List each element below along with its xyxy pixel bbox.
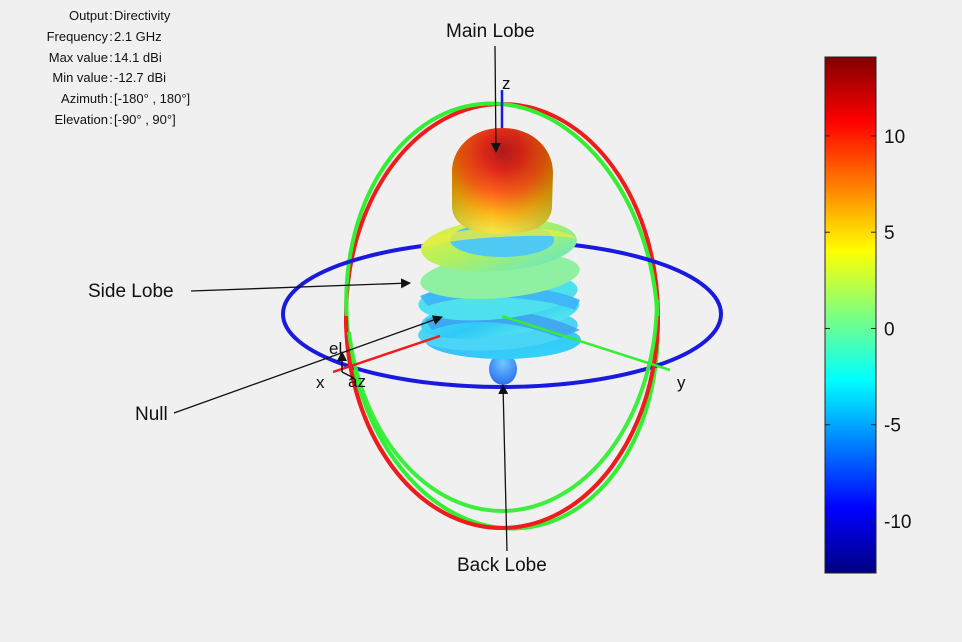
colorbar-tick-label: -10 [884, 512, 911, 533]
info-separator: : [109, 111, 113, 127]
info-key: Frequency [46, 28, 108, 44]
z-axis-label: z [502, 74, 511, 93]
side-lobe-arrow [190, 278, 411, 292]
info-value: Directivity [114, 8, 171, 23]
x-axis-line [332, 334, 441, 374]
colorbar-tick-label: 10 [884, 127, 905, 148]
colorbar: -10 -5 0 5 10 [824, 56, 911, 574]
info-row: Frequency:2.1 GHz [8, 27, 190, 48]
null-label: Null [135, 404, 168, 425]
info-row: Output:Directivity [8, 6, 190, 27]
main-lobe-arrow [490, 45, 501, 153]
info-row: Elevation:[-90° , 90°] [8, 110, 190, 131]
back-lobe-label: Back Lobe [457, 555, 547, 576]
info-separator: : [109, 91, 113, 107]
info-value: 14.1 dBi [114, 49, 162, 65]
annotations: Main Lobe Side Lobe Null Back Lobe [88, 21, 547, 576]
info-separator: : [109, 8, 113, 23]
null-arrow [173, 315, 443, 414]
info-key: Azimuth [61, 91, 108, 107]
info-key: Output [68, 8, 108, 23]
side-lobe-stack [418, 218, 581, 359]
y-axis-line [501, 314, 671, 372]
info-value: 2.1 GHz [114, 28, 162, 44]
back-lobe-shape [489, 353, 517, 385]
info-key: Min value [52, 70, 108, 86]
back-lobe-arrow [498, 384, 509, 552]
info-row: Min value:-12.7 dBi [8, 68, 190, 89]
main-lobe-label: Main Lobe [446, 21, 535, 42]
info-separator: : [109, 70, 113, 86]
info-key: Max value [48, 49, 108, 65]
info-value: -12.7 dBi [114, 70, 167, 86]
colorbar-tick-label: 5 [884, 223, 895, 244]
side-lobe-label: Side Lobe [88, 281, 174, 302]
info-key: Elevation [54, 111, 108, 127]
az-label: az [348, 372, 366, 391]
colorbar-gradient [824, 56, 877, 574]
colorbar-tick-label: -5 [884, 416, 901, 437]
info-row: Azimuth:[-180° , 180°] [8, 89, 190, 110]
colorbar-ticks: -10 -5 0 5 10 [825, 127, 911, 533]
info-separator: : [109, 28, 113, 44]
x-axis-label: x [316, 373, 325, 392]
main-lobe-shape [452, 128, 553, 234]
coordinate-axes: z y x [316, 74, 686, 392]
elevation-ring-yz-front [347, 299, 659, 513]
info-value: [-180° , 180°] [114, 91, 191, 107]
elevation-ring-xz-front [344, 315, 660, 530]
info-value: [-90° , 90°] [114, 111, 176, 127]
colorbar-tick-label: 0 [884, 319, 895, 340]
info-row: Max value:14.1 dBi [8, 48, 190, 69]
y-axis-label: y [677, 373, 686, 392]
info-separator: : [109, 49, 113, 65]
